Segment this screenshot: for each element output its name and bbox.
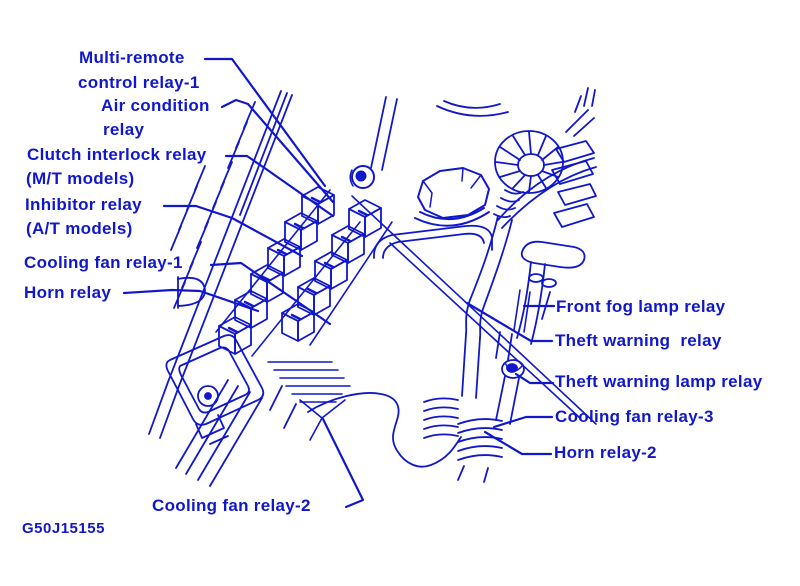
callout-air-condition-line-1: Air condition — [101, 96, 210, 115]
leader-cooling-fan-relay-2 — [321, 417, 365, 509]
relay-tray — [215, 189, 393, 441]
corrugated-hose-loop — [493, 130, 564, 219]
hose-curves — [307, 100, 597, 468]
callout-cooling-fan-relay-2: Cooling fan relay-2 — [152, 496, 311, 515]
leader-inhibitor-relay — [162, 204, 304, 258]
leader-theft-warning-lamp-relay — [514, 372, 555, 385]
callout-theft-warning-relay: Theft warning relay — [555, 331, 722, 350]
leader-theft-warning-relay — [465, 301, 554, 343]
callout-multi-remote-line-2: control relay-1 — [78, 73, 200, 92]
relay-bank-cubes — [217, 185, 383, 356]
callout-front-fog-lamp-relay: Front fog lamp relay — [556, 297, 726, 316]
callout-clutch-interlock-line-1: Clutch interlock relay — [27, 145, 207, 164]
mounting-bracket — [165, 276, 265, 445]
callout-inhibitor-line-1: Inhibitor relay — [25, 195, 142, 214]
leader-clutch-interlock-relay — [224, 154, 335, 218]
leader-front-fog-slash — [541, 291, 551, 320]
callout-multi-remote-line-1: Multi-remote — [79, 48, 185, 67]
figure-code: G50J15155 — [22, 520, 105, 537]
leader-cooling-fan-relay-1 — [209, 261, 332, 326]
callout-theft-warning-lamp-relay: Theft warning lamp relay — [555, 372, 763, 391]
right-side-assembly — [497, 87, 597, 333]
callout-cooling-fan-relay-1: Cooling fan relay-1 — [24, 253, 183, 272]
reservoir-tank — [373, 224, 493, 259]
leader-cooling-fan-relay-3 — [492, 415, 554, 429]
callout-air-condition-line-2: relay — [103, 120, 145, 139]
ribbed-hose-patches — [423, 359, 525, 483]
reservoir-cap — [414, 167, 490, 227]
callout-clutch-interlock-line-2: (M/T models) — [26, 169, 135, 188]
leader-lines — [122, 57, 556, 509]
callout-cooling-fan-relay-3: Cooling fan relay-3 — [555, 407, 714, 426]
callout-horn-relay: Horn relay — [24, 283, 112, 302]
leader-horn-relay — [122, 288, 260, 313]
leader-multi-remote-control-relay-1 — [203, 57, 327, 188]
callout-inhibitor-line-2: (A/T models) — [26, 219, 133, 238]
leader-air-condition-relay — [220, 98, 335, 204]
bolt-grommet — [349, 165, 375, 189]
leader-horn-relay-2 — [483, 430, 553, 456]
callout-horn-relay-2: Horn relay-2 — [554, 443, 657, 462]
